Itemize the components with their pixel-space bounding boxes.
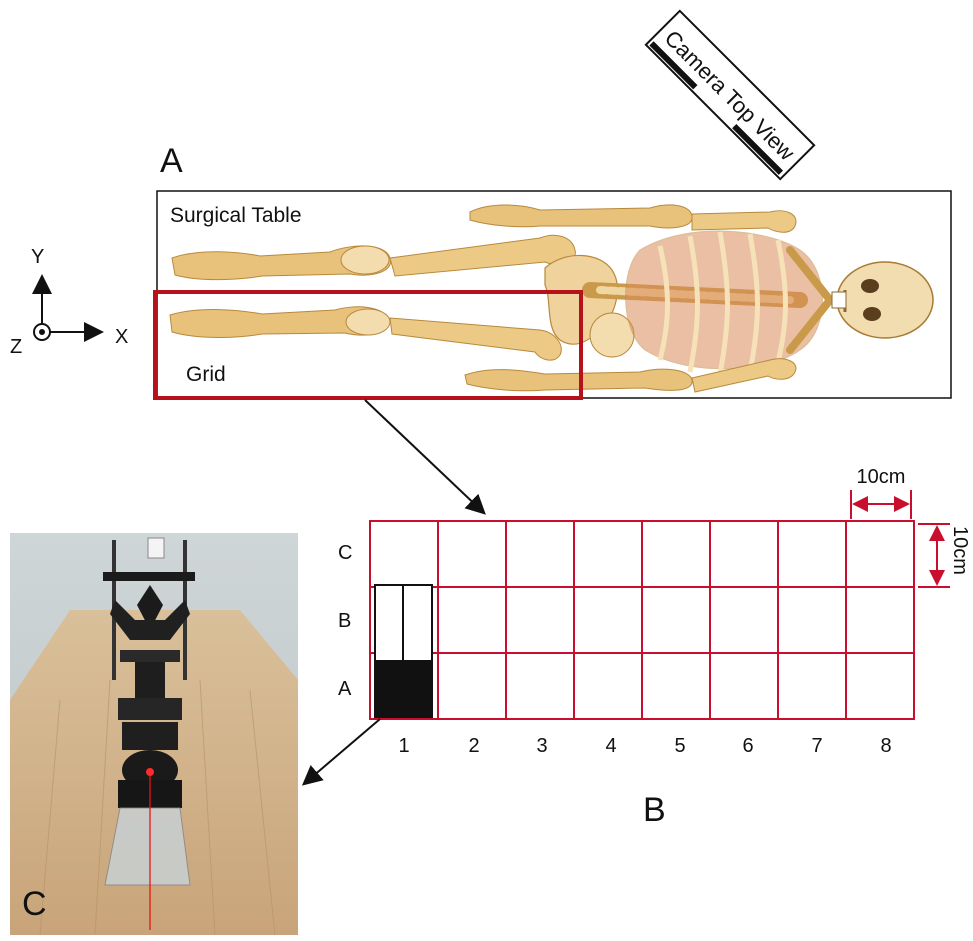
surgical-table-label: Surgical Table — [170, 204, 302, 227]
grid-row-label-a: A — [338, 678, 352, 700]
height-dimension: 10cm — [918, 524, 971, 587]
axes-indicator: Y Z X — [10, 246, 128, 358]
panel-b-label: B — [643, 791, 666, 829]
panel-c-label: C — [22, 885, 47, 923]
camera-top-view-text: Camera Top View — [660, 25, 800, 165]
arrow-to-grid — [365, 400, 483, 512]
panel-a-label: A — [160, 142, 183, 180]
width-dimension: 10cm — [851, 466, 911, 519]
grid-col-label-1: 1 — [398, 735, 409, 757]
arrow-to-photo — [305, 719, 380, 783]
axis-z-label: Z — [10, 336, 22, 358]
grid-row-label-c: C — [338, 542, 352, 564]
grid-label: Grid — [186, 363, 226, 386]
grid-col-label-7: 7 — [811, 735, 822, 757]
grid-col-label-5: 5 — [674, 735, 685, 757]
device-footprint — [375, 585, 432, 717]
axis-y-label: Y — [31, 246, 44, 268]
grid-col-label-2: 2 — [468, 735, 479, 757]
grid-row-label-b: B — [338, 610, 351, 632]
device-photo — [10, 533, 298, 935]
camera-top-view-label: Camera Top View — [646, 11, 814, 179]
height-dimension-text: 10cm — [949, 526, 971, 575]
grid-col-label-3: 3 — [536, 735, 547, 757]
grid-col-label-8: 8 — [880, 735, 891, 757]
measurement-grid — [370, 521, 914, 719]
width-dimension-text: 10cm — [857, 466, 906, 488]
axis-x-label: X — [115, 326, 128, 348]
grid-col-label-4: 4 — [605, 735, 616, 757]
grid-col-label-6: 6 — [742, 735, 753, 757]
